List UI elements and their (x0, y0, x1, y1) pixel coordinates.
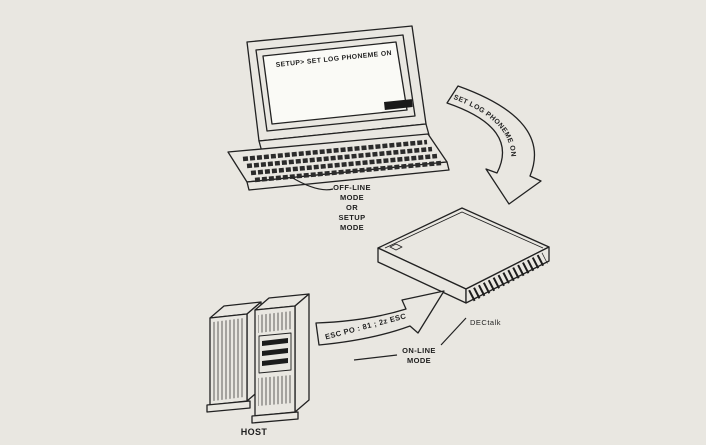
offline-mode-line1: OFF-LINE (333, 183, 371, 192)
online-mode-line1: ON-LINE (402, 346, 436, 355)
host-right-cabinet-lower-grille (258, 375, 292, 406)
offline-mode-label: OFF-LINE MODE OR SETUP MODE (290, 176, 371, 232)
esc-sequence-arrow-shape (315, 290, 445, 346)
host-right-cabinet-upper-grille (258, 311, 292, 333)
offline-mode-line3: OR (346, 203, 358, 212)
dectalk-label: DECtalk (470, 318, 501, 327)
host-left-cabinet-base (206, 400, 251, 413)
online-leader-right (440, 317, 467, 346)
terminal-illustration (227, 25, 450, 191)
host-label: HOST (241, 427, 268, 437)
dectalk-indicator (389, 243, 403, 251)
terminal-screen (262, 41, 408, 125)
keyboard-key-rows (242, 139, 442, 183)
offline-mode-line2: MODE (340, 193, 364, 202)
host-drive-panel (258, 332, 292, 374)
online-mode-label: ON-LINE MODE (353, 317, 467, 365)
offline-mode-line5: MODE (340, 223, 364, 232)
offline-mode-line4: SETUP (338, 213, 365, 222)
host-left-cabinet-grille (213, 318, 244, 401)
dectalk-top-lip (384, 211, 544, 249)
dectalk-unit-illustration (377, 207, 550, 304)
setup-command-arrow-shape (446, 85, 542, 205)
offline-leader-line (290, 176, 334, 191)
host-drive-slots (262, 338, 288, 366)
monitor-bezel (255, 34, 416, 132)
online-mode-line2: MODE (407, 356, 431, 365)
host-computer-illustration (206, 293, 310, 424)
host-right-cabinet-side (294, 293, 310, 413)
online-leader-left (353, 354, 398, 361)
host-right-cabinet-base (251, 411, 299, 424)
terminal-brand-badge (384, 99, 413, 110)
